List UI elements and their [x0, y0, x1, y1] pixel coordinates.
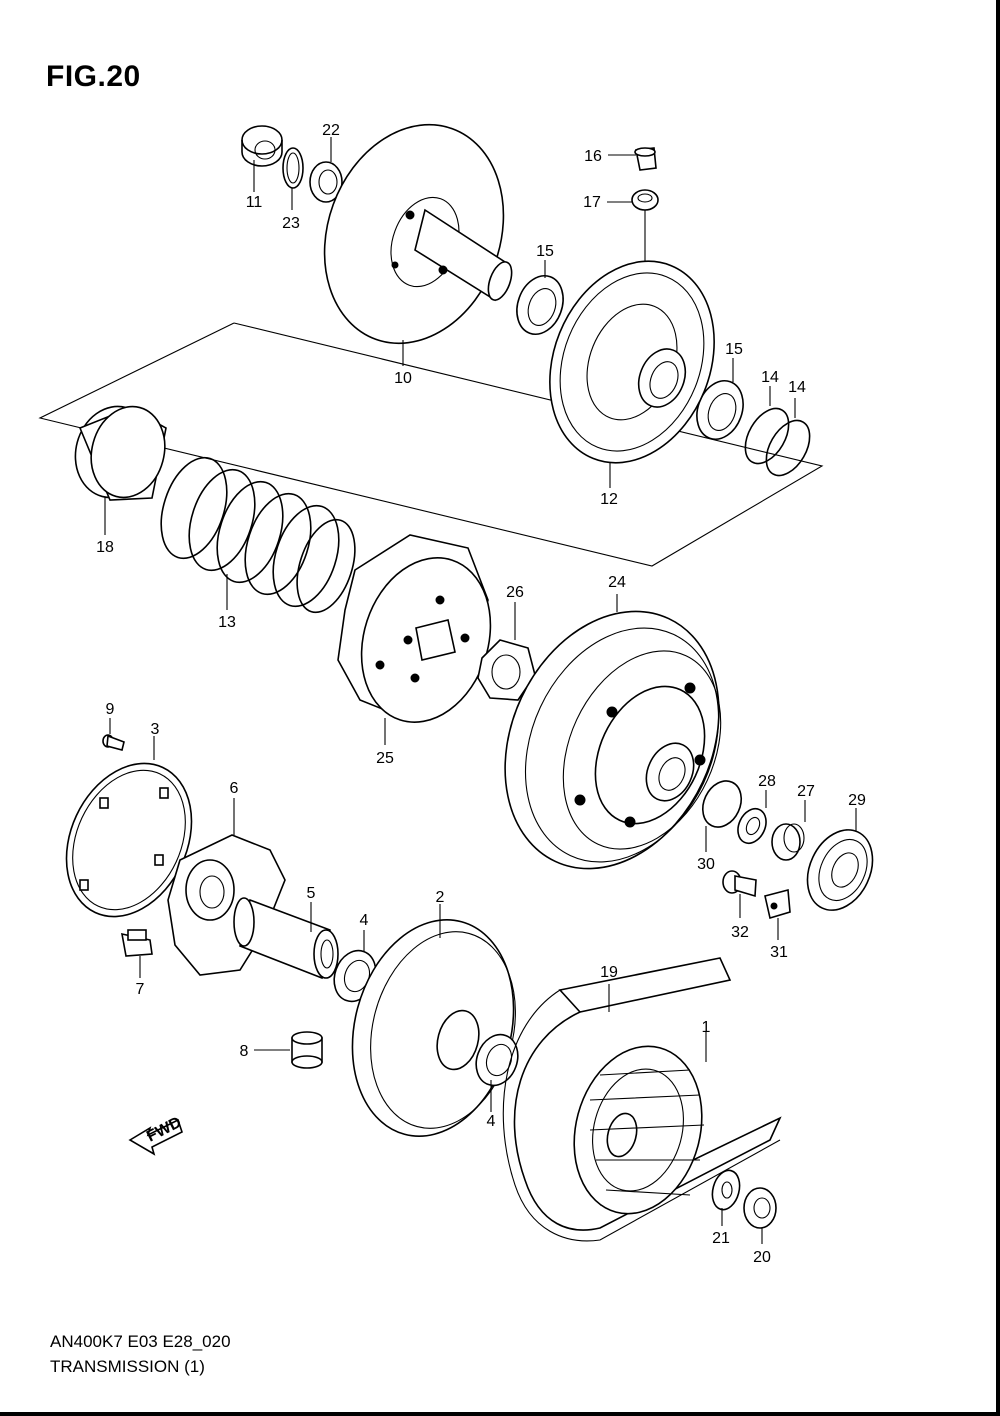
callout-12: 12 [600, 491, 618, 508]
right-border [996, 0, 1000, 1416]
part-23-circlip [282, 147, 304, 210]
part-15-oil-seal-upper [516, 260, 564, 335]
part-25-clutch-carrier [337, 534, 492, 745]
callout-15a: 15 [536, 243, 554, 260]
callout-27: 27 [797, 783, 815, 800]
part-14-circlip-a [744, 386, 790, 465]
part-29-bearing [806, 808, 874, 911]
callout-32: 32 [731, 924, 749, 941]
callout-1: 1 [702, 1019, 711, 1036]
callout-7: 7 [136, 981, 145, 998]
callout-16: 16 [584, 148, 602, 165]
callout-19: 19 [600, 964, 618, 981]
part-3-cover-plate [65, 736, 193, 918]
callout-29: 29 [848, 792, 866, 809]
diagram-code: AN400K7 E03 E28_020 [50, 1332, 231, 1351]
callout-20: 20 [753, 1249, 771, 1266]
callout-28: 28 [758, 773, 776, 790]
figure-title: FIG.20 [46, 60, 141, 93]
callout-25: 25 [376, 750, 394, 767]
callout-17: 17 [583, 194, 601, 211]
part-5-sleeve [233, 897, 339, 980]
fwd-arrow-icon: FWD [128, 1114, 184, 1156]
part-32-screw [722, 870, 757, 918]
diagram-caption: TRANSMISSION (1) [50, 1357, 205, 1376]
part-19-drive-belt [502, 957, 782, 1242]
part-13-spring [160, 456, 356, 614]
callout-14a: 14 [761, 369, 779, 386]
callout-15b: 15 [725, 341, 743, 358]
part-21-washer [711, 1169, 741, 1226]
part-27-nut [771, 800, 806, 861]
callout-3: 3 [151, 721, 160, 738]
callout-9: 9 [106, 701, 115, 718]
callout-labels: 1 2 3 4 4 5 6 7 8 9 10 11 12 13 14 14 15… [96, 122, 866, 1266]
part-9-screw [102, 718, 125, 751]
part-24-clutch-housing [504, 594, 722, 870]
callout-4b: 4 [487, 1113, 496, 1130]
callout-30: 30 [697, 856, 715, 873]
part-26-nut [477, 602, 536, 701]
part-16-cap [608, 147, 657, 171]
callout-23: 23 [282, 215, 300, 232]
callout-14b: 14 [788, 379, 806, 396]
callout-5: 5 [307, 885, 316, 902]
part-31-lock-washer [764, 888, 791, 940]
callout-24: 24 [608, 574, 626, 591]
callout-2: 2 [436, 889, 445, 906]
part-12-movable-sheave [549, 260, 715, 488]
part-14-circlip-b [765, 398, 811, 477]
callout-21: 21 [712, 1230, 730, 1247]
part-30-o-ring [701, 780, 743, 852]
part-1-fan-drive-face [573, 1032, 707, 1215]
part-20-nut [743, 1187, 777, 1244]
callout-31: 31 [770, 944, 788, 961]
callout-13: 13 [218, 614, 236, 631]
callout-11: 11 [246, 194, 263, 211]
part-22-bearing [309, 137, 343, 203]
part-2-movable-drive-face [351, 904, 516, 1137]
callout-6: 6 [230, 780, 239, 797]
part-18-spring-seat [74, 405, 167, 535]
part-8-spacer [254, 1031, 323, 1069]
part-28-washer [737, 790, 767, 845]
callout-8: 8 [240, 1043, 249, 1060]
bottom-border [0, 1412, 1000, 1416]
callout-4a: 4 [360, 912, 369, 929]
callout-22: 22 [322, 122, 340, 139]
callout-26: 26 [506, 584, 524, 601]
callout-10: 10 [394, 370, 412, 387]
callout-18: 18 [96, 539, 114, 556]
part-10-fixed-sheave [323, 123, 513, 366]
part-7-clip [120, 929, 153, 978]
part-11-needle-bearing [241, 125, 283, 192]
